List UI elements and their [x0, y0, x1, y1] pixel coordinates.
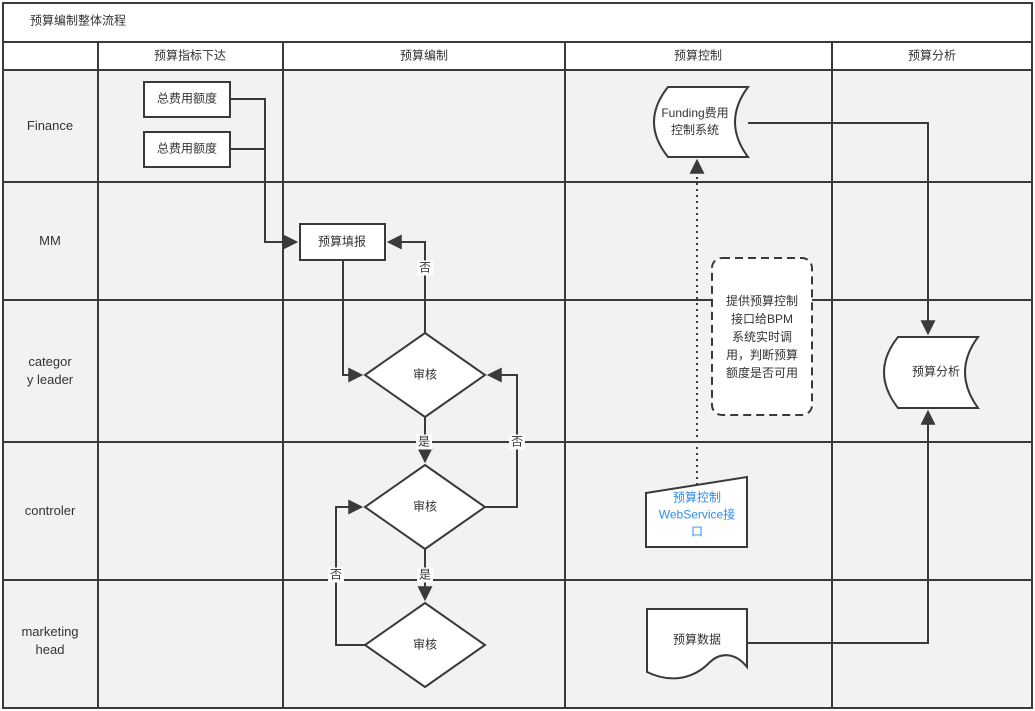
edge-review1-no-to-fillin — [386, 234, 426, 333]
node-total-quota-2-shape — [143, 131, 231, 168]
node-budget-analysis-shape — [883, 336, 980, 409]
node-review-3-shape — [363, 601, 487, 689]
node-budget-data-shape — [646, 608, 748, 680]
edge-fillin-to-review1 — [342, 260, 364, 383]
node-total-quota-1-shape — [143, 81, 231, 118]
edge-data-to-analysis — [747, 409, 936, 644]
node-note-shape — [711, 257, 813, 416]
node-funding-system-shape — [653, 86, 750, 158]
edge-quota-to-fillin — [230, 98, 299, 250]
node-budget-fill-in-shape — [299, 223, 386, 261]
node-review-2-shape — [363, 463, 487, 551]
nodes — [143, 81, 980, 689]
node-review-1-shape — [363, 331, 487, 419]
header-band-fill — [3, 3, 1032, 70]
node-webservice-shape — [645, 475, 748, 548]
edge-funding-to-analysis — [748, 122, 936, 336]
